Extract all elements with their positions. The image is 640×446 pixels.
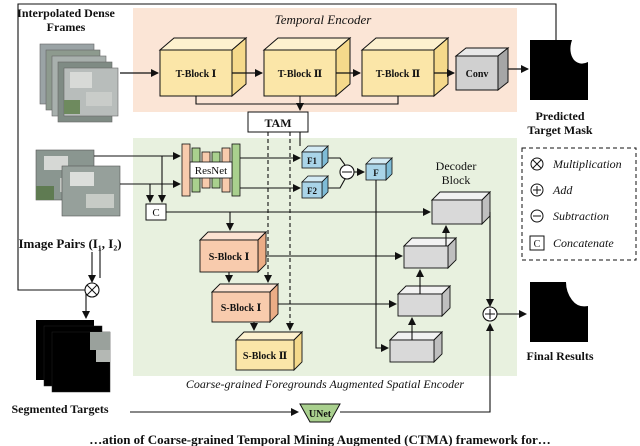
legend: Multiplication Add Subtraction C Concate… xyxy=(521,147,637,261)
predicted-label-1: Predicted xyxy=(535,109,584,123)
add-node xyxy=(482,306,498,322)
legend-add-icon xyxy=(530,183,544,197)
f1-block: F1 xyxy=(301,145,329,169)
svg-text:S-Block Ⅱ: S-Block Ⅱ xyxy=(243,351,287,362)
svg-text:S-Block Ⅰ: S-Block Ⅰ xyxy=(221,303,262,314)
svg-text:F2: F2 xyxy=(307,186,317,196)
final-results-label: Final Results xyxy=(526,349,593,363)
final-results-image xyxy=(530,282,588,342)
resnet-block: ResNet xyxy=(181,143,241,197)
predicted-label-2: Target Mask xyxy=(527,123,593,137)
svg-text:C: C xyxy=(534,239,541,250)
conv-block: Conv xyxy=(454,46,510,92)
segmented-targets-label: Segmented Targets xyxy=(12,402,109,416)
temporal-flow-arrows xyxy=(120,65,529,77)
svg-text:S-Block Ⅰ: S-Block Ⅰ xyxy=(209,252,250,263)
svg-text:T-Block Ⅰ: T-Block Ⅰ xyxy=(176,69,217,80)
image-pairs-image xyxy=(35,149,121,217)
unet-arrows xyxy=(130,323,494,416)
t-block-2: T-Block Ⅱ xyxy=(262,36,352,98)
decoder-label-2: Block xyxy=(442,173,471,187)
svg-text:ResNet: ResNet xyxy=(195,165,227,177)
s-block-1: S-Block Ⅰ xyxy=(198,230,268,274)
predicted-target-mask-image xyxy=(530,40,588,100)
decoder-label-1: Decoder xyxy=(436,159,477,173)
legend-multiplication-icon xyxy=(530,157,544,171)
legend-add: Add xyxy=(552,183,573,197)
spatial-encoder-title: Coarse-grained Foregrounds Augmented Spa… xyxy=(186,377,465,391)
tam-label: TAM xyxy=(264,116,291,130)
svg-text:Conv: Conv xyxy=(466,69,489,80)
decoder-block-4 xyxy=(388,330,444,364)
svg-text:F1: F1 xyxy=(307,156,317,166)
tam-box xyxy=(247,111,309,133)
multiplication-node xyxy=(84,282,100,298)
concat-box-label: C xyxy=(152,207,159,219)
temporal-encoder-title: Temporal Encoder xyxy=(275,12,373,27)
image-pairs-label: Image Pairs (I₁, I₂) xyxy=(18,236,121,251)
dense-frames-title-1: Interpolated Dense xyxy=(17,6,115,20)
decoder-block-top xyxy=(430,190,492,226)
segmented-targets-image xyxy=(36,320,111,393)
t-block-3: T-Block Ⅱ xyxy=(360,36,450,98)
f2-block: F2 xyxy=(301,175,329,199)
svg-text:T-Block Ⅱ: T-Block Ⅱ xyxy=(278,69,322,80)
unet-block: UNet xyxy=(299,403,341,423)
svg-text:F: F xyxy=(373,168,379,178)
legend-concatenate: Concatenate xyxy=(553,236,614,250)
s-block-2: S-Block Ⅰ xyxy=(210,282,280,324)
dense-frames-title-2: Frames xyxy=(47,20,86,34)
svg-text:UNet: UNet xyxy=(309,409,332,420)
svg-text:T-Block Ⅱ: T-Block Ⅱ xyxy=(376,69,420,80)
caption-fragment: …ation of Coarse-grained Temporal Mining… xyxy=(89,432,550,446)
decoder-block-3 xyxy=(396,284,452,318)
subtraction-node xyxy=(339,164,355,180)
f-block: F xyxy=(365,157,393,181)
legend-subtraction-icon xyxy=(530,209,544,223)
legend-subtraction: Subtraction xyxy=(553,209,609,223)
tam-arrows xyxy=(195,96,399,111)
s-block-3: S-Block Ⅱ xyxy=(234,330,304,372)
t-block-1: T-Block Ⅰ xyxy=(158,36,248,98)
dense-frames-stack-image xyxy=(39,43,119,123)
tam-dashed-arrows xyxy=(264,132,301,331)
legend-concat-icon xyxy=(529,235,545,251)
decoder-block-2 xyxy=(402,236,458,270)
legend-multiplication: Multiplication xyxy=(552,157,622,171)
